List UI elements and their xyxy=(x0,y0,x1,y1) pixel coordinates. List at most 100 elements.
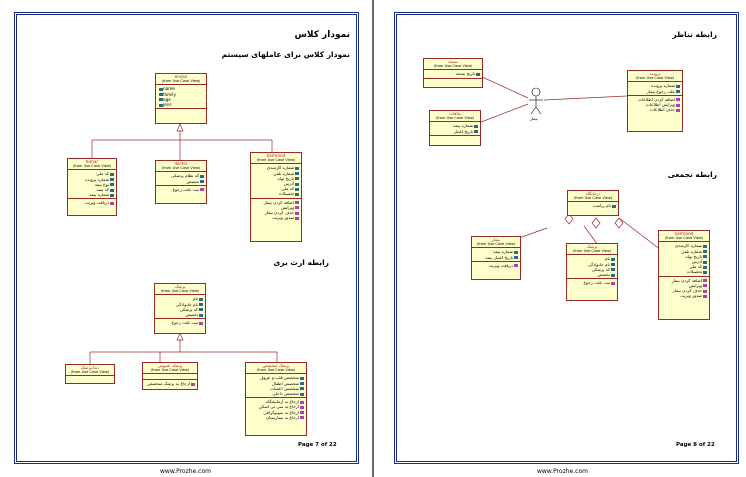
attribute: متخصص اعصاب xyxy=(248,386,304,391)
class-naskhe[interactable]: نسخه(from Use Case View) تاریخ نسخه xyxy=(423,58,483,88)
stereotype: (from Use Case View) xyxy=(70,370,110,375)
operation: دریافت ویزیت xyxy=(70,200,114,205)
attribute: شماره کارمندی xyxy=(661,243,707,248)
attribute: متخصص قلب و عروق xyxy=(248,375,304,380)
page-number: Page 7 of 22 xyxy=(298,442,337,448)
operation: ارجاع به سی تی اسکن xyxy=(248,404,304,409)
stereotype: (from Use Case View) xyxy=(161,166,201,171)
stereotype: (from Use Case View) xyxy=(573,196,613,201)
attribute: شماره تلفن xyxy=(253,171,299,176)
operation: اضافه کردن بیمار xyxy=(253,200,299,205)
operation: ثبت علت رجوع xyxy=(569,280,615,285)
attribute: تحصیلات xyxy=(253,191,299,196)
class-name: ملاقات xyxy=(449,111,461,116)
operation: ارجاع به بیمارستان xyxy=(248,415,304,420)
class-dandanpezeshk[interactable]: دندانپزشک(from Use Case View) xyxy=(65,364,115,384)
stereotype: (from Use Case View) xyxy=(572,249,612,254)
stereotype: (from Use Case View) xyxy=(476,242,516,247)
stereotype: (from Use Case View) xyxy=(160,289,200,294)
actor-icon xyxy=(529,87,543,115)
operation: ویرایش xyxy=(253,205,299,210)
stereotype: (from Use Case View) xyxy=(433,64,473,69)
class-pezeshk-omoomi[interactable]: پزشک عمومی(from Use Case View) ارجاع به … xyxy=(142,362,198,390)
attribute: نام خانوادگی xyxy=(569,262,615,267)
class-doctor[interactable]: doctor(from Use Case View) کد نظام پزشکی… xyxy=(155,160,207,204)
class-name: bimar xyxy=(85,159,99,164)
class-name: پزشک عمومی xyxy=(157,363,183,368)
class-name: بیمار xyxy=(491,237,501,242)
class-name: doctor xyxy=(174,161,188,166)
stereotype: (from Use Case View) xyxy=(256,368,296,373)
inheritance-lines xyxy=(89,123,278,364)
attribute: تخصص xyxy=(569,272,615,277)
operation: ارجاع به آزمایشگاه xyxy=(248,399,304,404)
class-bimar[interactable]: بیمار(from Use Case View) شماره بیمه تار… xyxy=(471,236,521,280)
class-molaghat[interactable]: ملاقات(from Use Case View) شماره بیمه تا… xyxy=(429,110,481,146)
operation: صدور ویزیت xyxy=(253,215,299,220)
attribute: jens xyxy=(158,102,204,107)
attribute: تاریخ نسخه xyxy=(426,71,480,76)
attribute: کد ملی xyxy=(661,264,707,269)
class-name: karmand xyxy=(674,231,694,236)
page-title: نمودار کلاس xyxy=(294,30,350,40)
attribute: تاریخ اعتبار بیمه xyxy=(474,255,518,260)
operation: اضافه کردن اطلاعات xyxy=(630,97,680,102)
stereotype: (from Use Case View) xyxy=(150,368,190,373)
operation: ویرایش اطلاعات xyxy=(630,102,680,107)
class-parvande[interactable]: پرونده(from Use Case View) شماره پرونده … xyxy=(627,70,683,132)
attribute: تخصص xyxy=(157,312,203,317)
page-title: رابطه تناظر xyxy=(672,30,717,39)
stereotype: (from Use Case View) xyxy=(635,76,675,81)
site-url[interactable]: www.Prozhe.com xyxy=(537,468,588,475)
operation: ثبت علت رجوع xyxy=(158,187,204,192)
attribute: تحصیلات xyxy=(661,269,707,274)
attribute: کد بیمه xyxy=(70,187,114,192)
stereotype: (from Use Case View) xyxy=(72,164,112,169)
attribute: شماره بیمه xyxy=(432,123,478,128)
attribute: شماره تلفن xyxy=(661,249,707,254)
class-name: پزشک متخصص xyxy=(262,363,290,368)
attribute: نوع بیمه xyxy=(70,182,114,187)
operation: صدور ویزیت xyxy=(661,293,707,298)
class-pezeshk[interactable]: پزشک(from Use Case View) نام نام خانوادگ… xyxy=(566,243,618,301)
actor-label: بیمار xyxy=(530,116,538,121)
stereotype: (from Use Case View) xyxy=(435,116,475,121)
attribute: آدرس xyxy=(661,259,707,264)
class-name: karmand xyxy=(266,153,286,158)
attribute: نام xyxy=(569,256,615,261)
operation: ارجاع به پزشک متخصص xyxy=(145,381,195,386)
section-heading-inheritance: رابطه ارث بری xyxy=(273,258,329,267)
attribute: شماره پرونده xyxy=(630,83,680,88)
attribute: تاریخ اعتبار xyxy=(432,129,478,134)
operation: ثبت علت رجوع xyxy=(157,320,203,325)
attribute: کد نظام پزشکی xyxy=(158,173,204,178)
page-8: بیمار رابطه تناظر رابطه تجمعی نسخه(from … xyxy=(374,0,746,477)
class-ensan[interactable]: ensan(from Use Case View) name family ag… xyxy=(155,73,207,124)
attribute: شماره بیمه xyxy=(70,192,114,197)
attribute: متخصص داخلی xyxy=(248,391,304,396)
attribute: شماره بیمه xyxy=(474,249,518,254)
operation: حذف اطلاعات xyxy=(630,107,680,112)
operation: ویرایش xyxy=(661,283,707,288)
attribute: name xyxy=(158,86,204,91)
class-pezeshk-motakhases[interactable]: پزشک متخصص(from Use Case View) متخصص قلب… xyxy=(245,362,307,436)
attribute: تخصص xyxy=(158,179,204,184)
class-bimar[interactable]: bimar(from Use Case View) کد ملی شماره پ… xyxy=(67,158,117,216)
page-7: نمودار کلاس نمودار کلاس برای عاملهای سیس… xyxy=(0,0,372,477)
attribute: نام xyxy=(157,296,203,301)
class-karmand[interactable]: karmand(from Use Case View) شماره کارمند… xyxy=(250,152,302,242)
class-karmand[interactable]: karmand(from Use Case View) شماره کارمند… xyxy=(658,230,710,320)
attribute: کد پزشکی xyxy=(157,307,203,312)
attribute: کد ملی xyxy=(70,171,114,176)
attribute: نام ریاست xyxy=(570,203,616,208)
class-pezeshk[interactable]: پزشک(from Use Case View) نام نام خانوادگ… xyxy=(154,283,206,334)
class-name: دندانپزشک xyxy=(80,365,100,370)
attribute: family xyxy=(158,92,204,97)
class-darmangah[interactable]: درمانگاه(from Use Case View) نام ریاست xyxy=(567,190,619,216)
class-name: نسخه xyxy=(448,59,458,64)
attribute: علت رجوع بیمار xyxy=(630,89,680,94)
site-url[interactable]: www.Prozhe.com xyxy=(160,468,211,475)
stereotype: (from Use Case View) xyxy=(256,158,296,163)
attribute: کد ملی xyxy=(253,186,299,191)
attribute: کد پزشکی xyxy=(569,267,615,272)
